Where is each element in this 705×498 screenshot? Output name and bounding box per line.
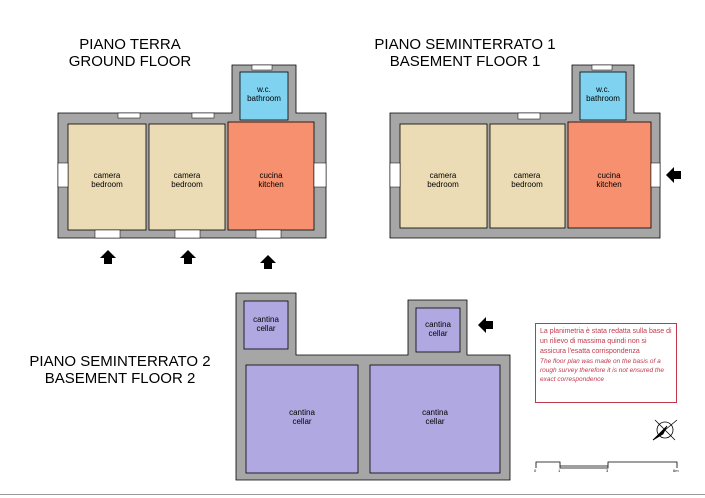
room-label-en: bedroom: [427, 180, 459, 189]
room-label-it: camera: [514, 171, 541, 180]
basement-1-plan: [389, 64, 661, 239]
room-label-en: cellar: [292, 417, 311, 426]
entrance-arrow-icon: [180, 250, 196, 264]
scale-label: 6m: [673, 468, 679, 473]
scale-bar: [535, 461, 678, 469]
room-label-it: camera: [174, 171, 201, 180]
room-label-en: bathroom: [586, 94, 620, 103]
room-label-en: kitchen: [596, 180, 621, 189]
room-bathroom: [579, 71, 627, 121]
room-kitchen: [567, 121, 652, 229]
room-label-en: bedroom: [511, 180, 543, 189]
room-label-en: cellar: [256, 324, 275, 333]
title-it: PIANO SEMINTERRATO 2: [29, 353, 211, 370]
room-cellar: [245, 364, 359, 474]
room-label-en: cellar: [425, 417, 444, 426]
room-label-en: bathroom: [247, 94, 281, 103]
room-cellar: [243, 300, 289, 350]
scale-label: 1: [558, 468, 561, 473]
title-en: BASEMENT FLOOR 1: [389, 53, 541, 70]
room-label-it: w.c.: [256, 85, 271, 94]
room-label-it: cantina: [289, 408, 315, 417]
ground-floor-plan: [57, 64, 327, 239]
note-italian: La planimetria è stata redatta sulla bas…: [540, 328, 672, 355]
room-label-it: cucina: [259, 171, 283, 180]
entrance-arrow-icon: [260, 255, 276, 269]
title-it: PIANO SEMINTERRATO 1: [374, 36, 556, 53]
room-bedroom: [148, 123, 226, 231]
entrance-arrow-icon: [478, 317, 493, 333]
room-bedroom: [489, 123, 566, 229]
scale-label: 3: [606, 468, 609, 473]
compass-rose-icon: [652, 419, 678, 441]
room-bedroom: [67, 123, 147, 231]
room-label-en: cellar: [428, 329, 447, 338]
room-label-en: bedroom: [171, 180, 203, 189]
room-label-it: camera: [430, 171, 457, 180]
entrance-arrow-icon: [100, 250, 116, 264]
entrance-arrow-icon: [666, 167, 681, 183]
room-cellar: [415, 307, 461, 353]
title-en: BASEMENT FLOOR 2: [44, 370, 196, 387]
note-english: The floor plan was made on the basis of …: [540, 358, 664, 383]
room-label-it: cantina: [425, 320, 451, 329]
scale-label: 0: [534, 468, 537, 473]
basement-2-plan: [235, 292, 511, 481]
room-label-it: cantina: [253, 315, 279, 324]
room-cellar: [369, 364, 501, 474]
room-bathroom: [239, 71, 289, 121]
room-label-it: cantina: [422, 408, 448, 417]
room-label-en: kitchen: [258, 180, 283, 189]
room-label-it: camera: [94, 171, 121, 180]
room-bedroom: [399, 123, 488, 229]
basement-1-title: PIANO SEMINTERRATO 1 BASEMENT FLOOR 1: [355, 36, 575, 70]
disclaimer-note: La planimetria è stata redatta sulla bas…: [535, 323, 677, 403]
title-en: GROUND FLOOR: [68, 53, 192, 70]
basement-2-title: PIANO SEMINTERRATO 2 BASEMENT FLOOR 2: [10, 353, 230, 387]
room-label-it: cucina: [597, 171, 621, 180]
ground-floor-title: PIANO TERRA GROUND FLOOR: [40, 36, 220, 70]
divider: [0, 494, 705, 495]
room-label-en: bedroom: [91, 180, 123, 189]
title-it: PIANO TERRA: [79, 36, 181, 53]
room-label-it: w.c.: [595, 85, 610, 94]
